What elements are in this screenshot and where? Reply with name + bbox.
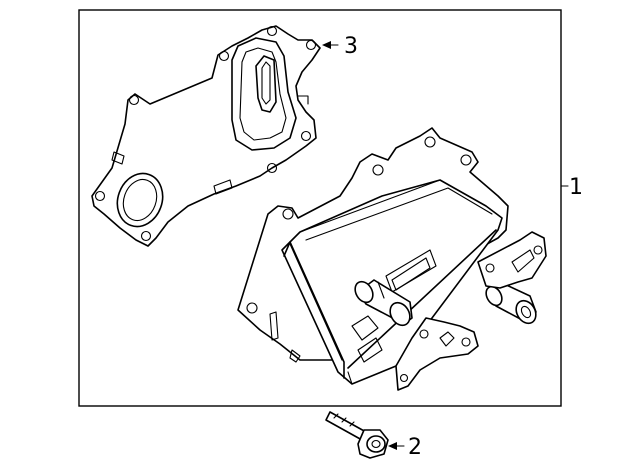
assembly-frame	[78, 9, 562, 407]
leader-lines	[322, 41, 569, 450]
gasket-part	[91, 25, 321, 247]
callout-label-2: 2	[408, 435, 422, 460]
callout-label-1: 1	[569, 175, 583, 200]
bolt-part	[325, 411, 389, 459]
oil-cooler-part	[237, 127, 547, 391]
callout-label-3: 3	[344, 34, 358, 59]
